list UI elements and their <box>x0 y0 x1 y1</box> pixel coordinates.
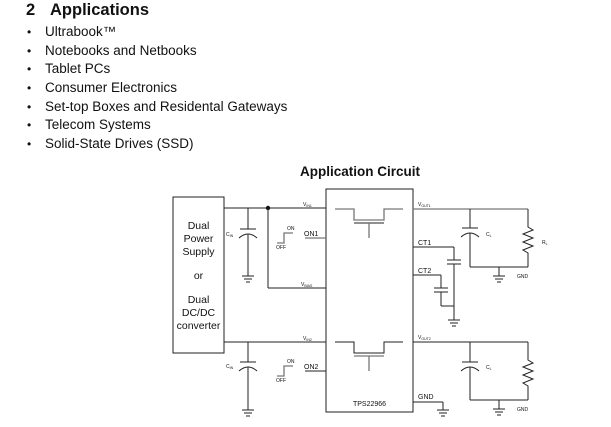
section-title: Applications <box>50 1 150 19</box>
gnd-pin-label: GND <box>418 394 434 401</box>
bullet-icon: • <box>27 62 32 77</box>
tps22966-chip <box>325 188 414 413</box>
gnd-label: GND <box>517 274 529 280</box>
list-item: •Notebooks and Netbooks <box>26 42 287 61</box>
section-number: 2 <box>26 1 36 19</box>
applications-list: •Ultrabook™ •Notebooks and Netbooks •Tab… <box>26 23 287 154</box>
source-label: Dual <box>188 294 210 306</box>
section-heading: 2 Applications <box>26 1 149 20</box>
vin2-label: VIN2 <box>303 336 312 342</box>
vout2-label: VOUT2 <box>418 335 431 341</box>
list-item: •Set-top Boxes and Residental Gateways <box>26 98 287 117</box>
bullet-icon: • <box>27 43 32 58</box>
off-label: OFF <box>276 245 286 251</box>
source-label: Dual <box>188 220 210 232</box>
mosfet-2-icon <box>335 341 403 371</box>
cin2-label: CIN <box>226 364 234 370</box>
on1-label: ON1 <box>304 231 319 238</box>
on-off-step-icon <box>277 232 293 244</box>
ct2-capacitor-icon <box>434 275 454 307</box>
list-item: •Solid-State Drives (SSD) <box>26 135 287 154</box>
cl1-label: CL <box>486 232 492 238</box>
list-item: •Consumer Electronics <box>26 79 287 98</box>
rl-label: RL <box>542 240 548 246</box>
ground-icon <box>437 409 449 417</box>
bullet-icon: • <box>27 81 32 96</box>
on-off-step-icon <box>277 365 293 377</box>
source-label: or <box>194 270 204 282</box>
cin1-label: CIN <box>226 232 234 238</box>
cl2-label: CL <box>486 365 492 371</box>
bullet-icon: • <box>27 118 32 133</box>
cin1-capacitor-icon <box>238 208 258 276</box>
on2-label: ON2 <box>304 364 319 371</box>
bullet-icon: • <box>27 25 32 39</box>
bullet-icon: • <box>27 99 32 114</box>
ct2-label: CT2 <box>418 268 431 275</box>
cin2-capacitor-icon <box>238 342 258 410</box>
source-label: Supply <box>182 246 215 258</box>
bullet-icon: • <box>27 137 32 152</box>
ground-icon <box>242 275 254 283</box>
rl1-resistor-icon <box>521 209 535 267</box>
ground-icon <box>493 275 505 283</box>
off-label: OFF <box>276 378 286 384</box>
circuit-title: Application Circuit <box>300 164 421 179</box>
vout1-label: VOUT1 <box>418 202 431 208</box>
list-item: •Telecom Systems <box>26 116 287 135</box>
ground-icon <box>448 319 460 327</box>
cl1-capacitor-icon <box>460 209 480 267</box>
source-label: DC/DC <box>182 307 216 319</box>
source-label: converter <box>177 320 221 332</box>
cl2-capacitor-icon <box>460 342 480 400</box>
ground-icon <box>242 409 254 417</box>
chip-name: TPS22966 <box>353 401 386 408</box>
on-label: ON <box>287 226 295 232</box>
ct1-label: CT1 <box>418 240 431 247</box>
mosfet-1-icon <box>335 208 403 238</box>
on-label: ON <box>287 359 295 365</box>
ground-icon <box>493 408 505 416</box>
gnd-label: GND <box>517 407 529 413</box>
vbias-label: VBIAS <box>301 282 313 288</box>
source-label: Power <box>184 233 214 245</box>
list-item: •Tablet PCs <box>26 60 287 79</box>
vin1-label: VIN1 <box>303 202 312 208</box>
power-supply-block <box>172 196 225 354</box>
ct1-capacitor-icon <box>447 247 461 320</box>
list-item: •Ultrabook™ <box>26 23 287 42</box>
rl2-resistor-icon <box>521 342 535 400</box>
